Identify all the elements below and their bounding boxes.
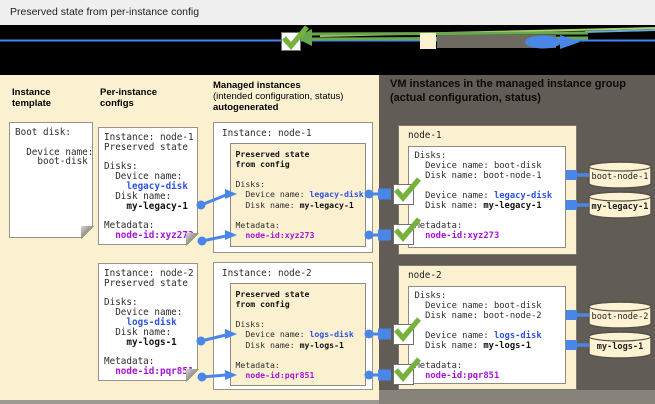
page-fold-icon xyxy=(80,225,94,239)
instance-template-card: Boot disk: Device name: boot-disk xyxy=(9,122,94,239)
managed-instances-subtitle: (intended configuration, status) xyxy=(213,91,344,102)
intent-oval-icon xyxy=(525,35,561,49)
vm-instance-label: node-2 xyxy=(408,270,442,281)
legend-graphics xyxy=(0,27,655,49)
title-bar: Preserved state from per-instance config xyxy=(0,0,655,25)
vm-panel-heading-line1: VM instances in the managed instance gro… xyxy=(390,78,626,90)
blue-line-top xyxy=(584,29,655,33)
status-check-icon xyxy=(393,177,421,205)
disk-label: my-logs-1 xyxy=(596,342,644,352)
intent-arrowhead-icon xyxy=(560,35,580,49)
status-arrowhead-icon xyxy=(296,29,312,46)
managed-instances-title: Managed instances xyxy=(213,80,301,91)
status-check-icon xyxy=(393,317,421,345)
column-header-instance-template: Instance template xyxy=(12,87,52,109)
vm-panel-footer xyxy=(379,390,655,404)
disk-cylinder-my-legacy-1: my-legacy-1 xyxy=(588,191,652,219)
disk-label: boot-node-2 xyxy=(591,312,649,322)
disk-label: boot-node-1 xyxy=(591,172,649,182)
page-fold-icon xyxy=(185,232,199,246)
vm-panel-heading: VM instances in the managed instance gro… xyxy=(390,78,648,105)
vm-instance-label: node-1 xyxy=(408,130,442,141)
status-checkbox-icon xyxy=(281,25,309,51)
page-title: Preserved state from per-instance config xyxy=(10,6,200,18)
status-check-icon xyxy=(393,357,421,385)
vm-instance-config: Disks: Device name: boot-disk Disk name:… xyxy=(407,285,566,384)
page-fold-icon xyxy=(185,368,199,382)
disk-cylinder-boot-node-2: boot-node-2 xyxy=(588,301,652,329)
status-arrow-line1 xyxy=(309,31,589,36)
vm-instance-box-node-1: node-1 Disks: Device name: boot-disk Dis… xyxy=(398,125,577,255)
managed-instances-autogenerated: autogenerated xyxy=(213,102,279,113)
disk-cylinder-boot-node-1: boot-node-1 xyxy=(588,161,652,189)
legend-band xyxy=(0,25,655,75)
preserved-state-swatch xyxy=(420,33,436,49)
vm-instance-box-node-2: node-2 Disks: Device name: boot-disk Dis… xyxy=(398,265,577,390)
disk-cylinder-my-logs-1: my-logs-1 xyxy=(588,331,652,359)
column-header-managed-instances: Managed instances (intended configuratio… xyxy=(213,80,377,113)
disk-label: my-legacy-1 xyxy=(591,202,649,212)
vm-panel-heading-line2: (actual configuration, status) xyxy=(390,91,541,104)
status-check-icon xyxy=(393,217,421,245)
config-panel-footer xyxy=(0,400,379,404)
vm-instance-config: Disks: Device name: boot-disk Disk name:… xyxy=(407,145,566,248)
column-header-per-instance-configs: Per-instance configs xyxy=(100,87,158,109)
managed-instance-title: Instance: node-1 xyxy=(222,128,312,139)
legend-label-bar xyxy=(437,35,556,48)
managed-instance-title: Instance: node-2 xyxy=(222,268,312,279)
